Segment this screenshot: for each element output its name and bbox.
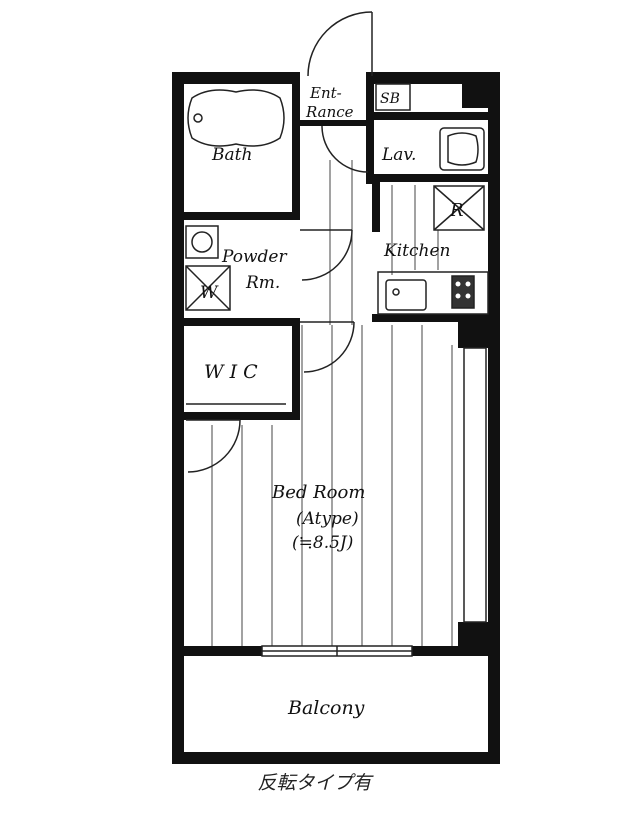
bathtub-icon xyxy=(187,89,285,147)
label-balcony: Balcony xyxy=(287,697,365,719)
label-washer: W xyxy=(200,283,219,303)
washbasin-icon xyxy=(185,225,219,259)
label-bath: Bath xyxy=(211,145,252,165)
label-powder-2: Rm. xyxy=(245,273,280,293)
label-entrance-2: Rance xyxy=(305,103,354,121)
label-bedroom-3: (≒8.5J) xyxy=(292,533,353,553)
label-entrance-1: Ent- xyxy=(309,84,342,102)
lavatory-icon xyxy=(439,127,485,171)
refrigerator-icon xyxy=(433,185,485,231)
washer-icon xyxy=(185,265,231,311)
room-labels: Ent- Rance SB Bath Lav. R Kitchen Powder… xyxy=(200,84,464,719)
label-powder-1: Powder xyxy=(221,247,287,267)
label-bedroom-2: (Atype) xyxy=(296,509,359,529)
floor-stripes xyxy=(211,160,453,648)
interior-walls xyxy=(172,72,492,648)
label-sb: SB xyxy=(380,91,400,107)
sb-box xyxy=(375,83,411,111)
caption-reverse-type: 反転タイプ有 xyxy=(257,772,372,794)
label-wic: W I C xyxy=(204,361,258,383)
door-swings xyxy=(186,11,373,473)
label-kitchen: Kitchen xyxy=(383,241,450,261)
label-bedroom-1: Bed Room xyxy=(271,482,365,503)
label-refrigerator: R xyxy=(449,200,464,221)
window-frame xyxy=(463,347,487,623)
label-lav: Lav. xyxy=(381,145,416,165)
balcony-door xyxy=(261,645,413,657)
kitchen-counter xyxy=(377,271,489,315)
